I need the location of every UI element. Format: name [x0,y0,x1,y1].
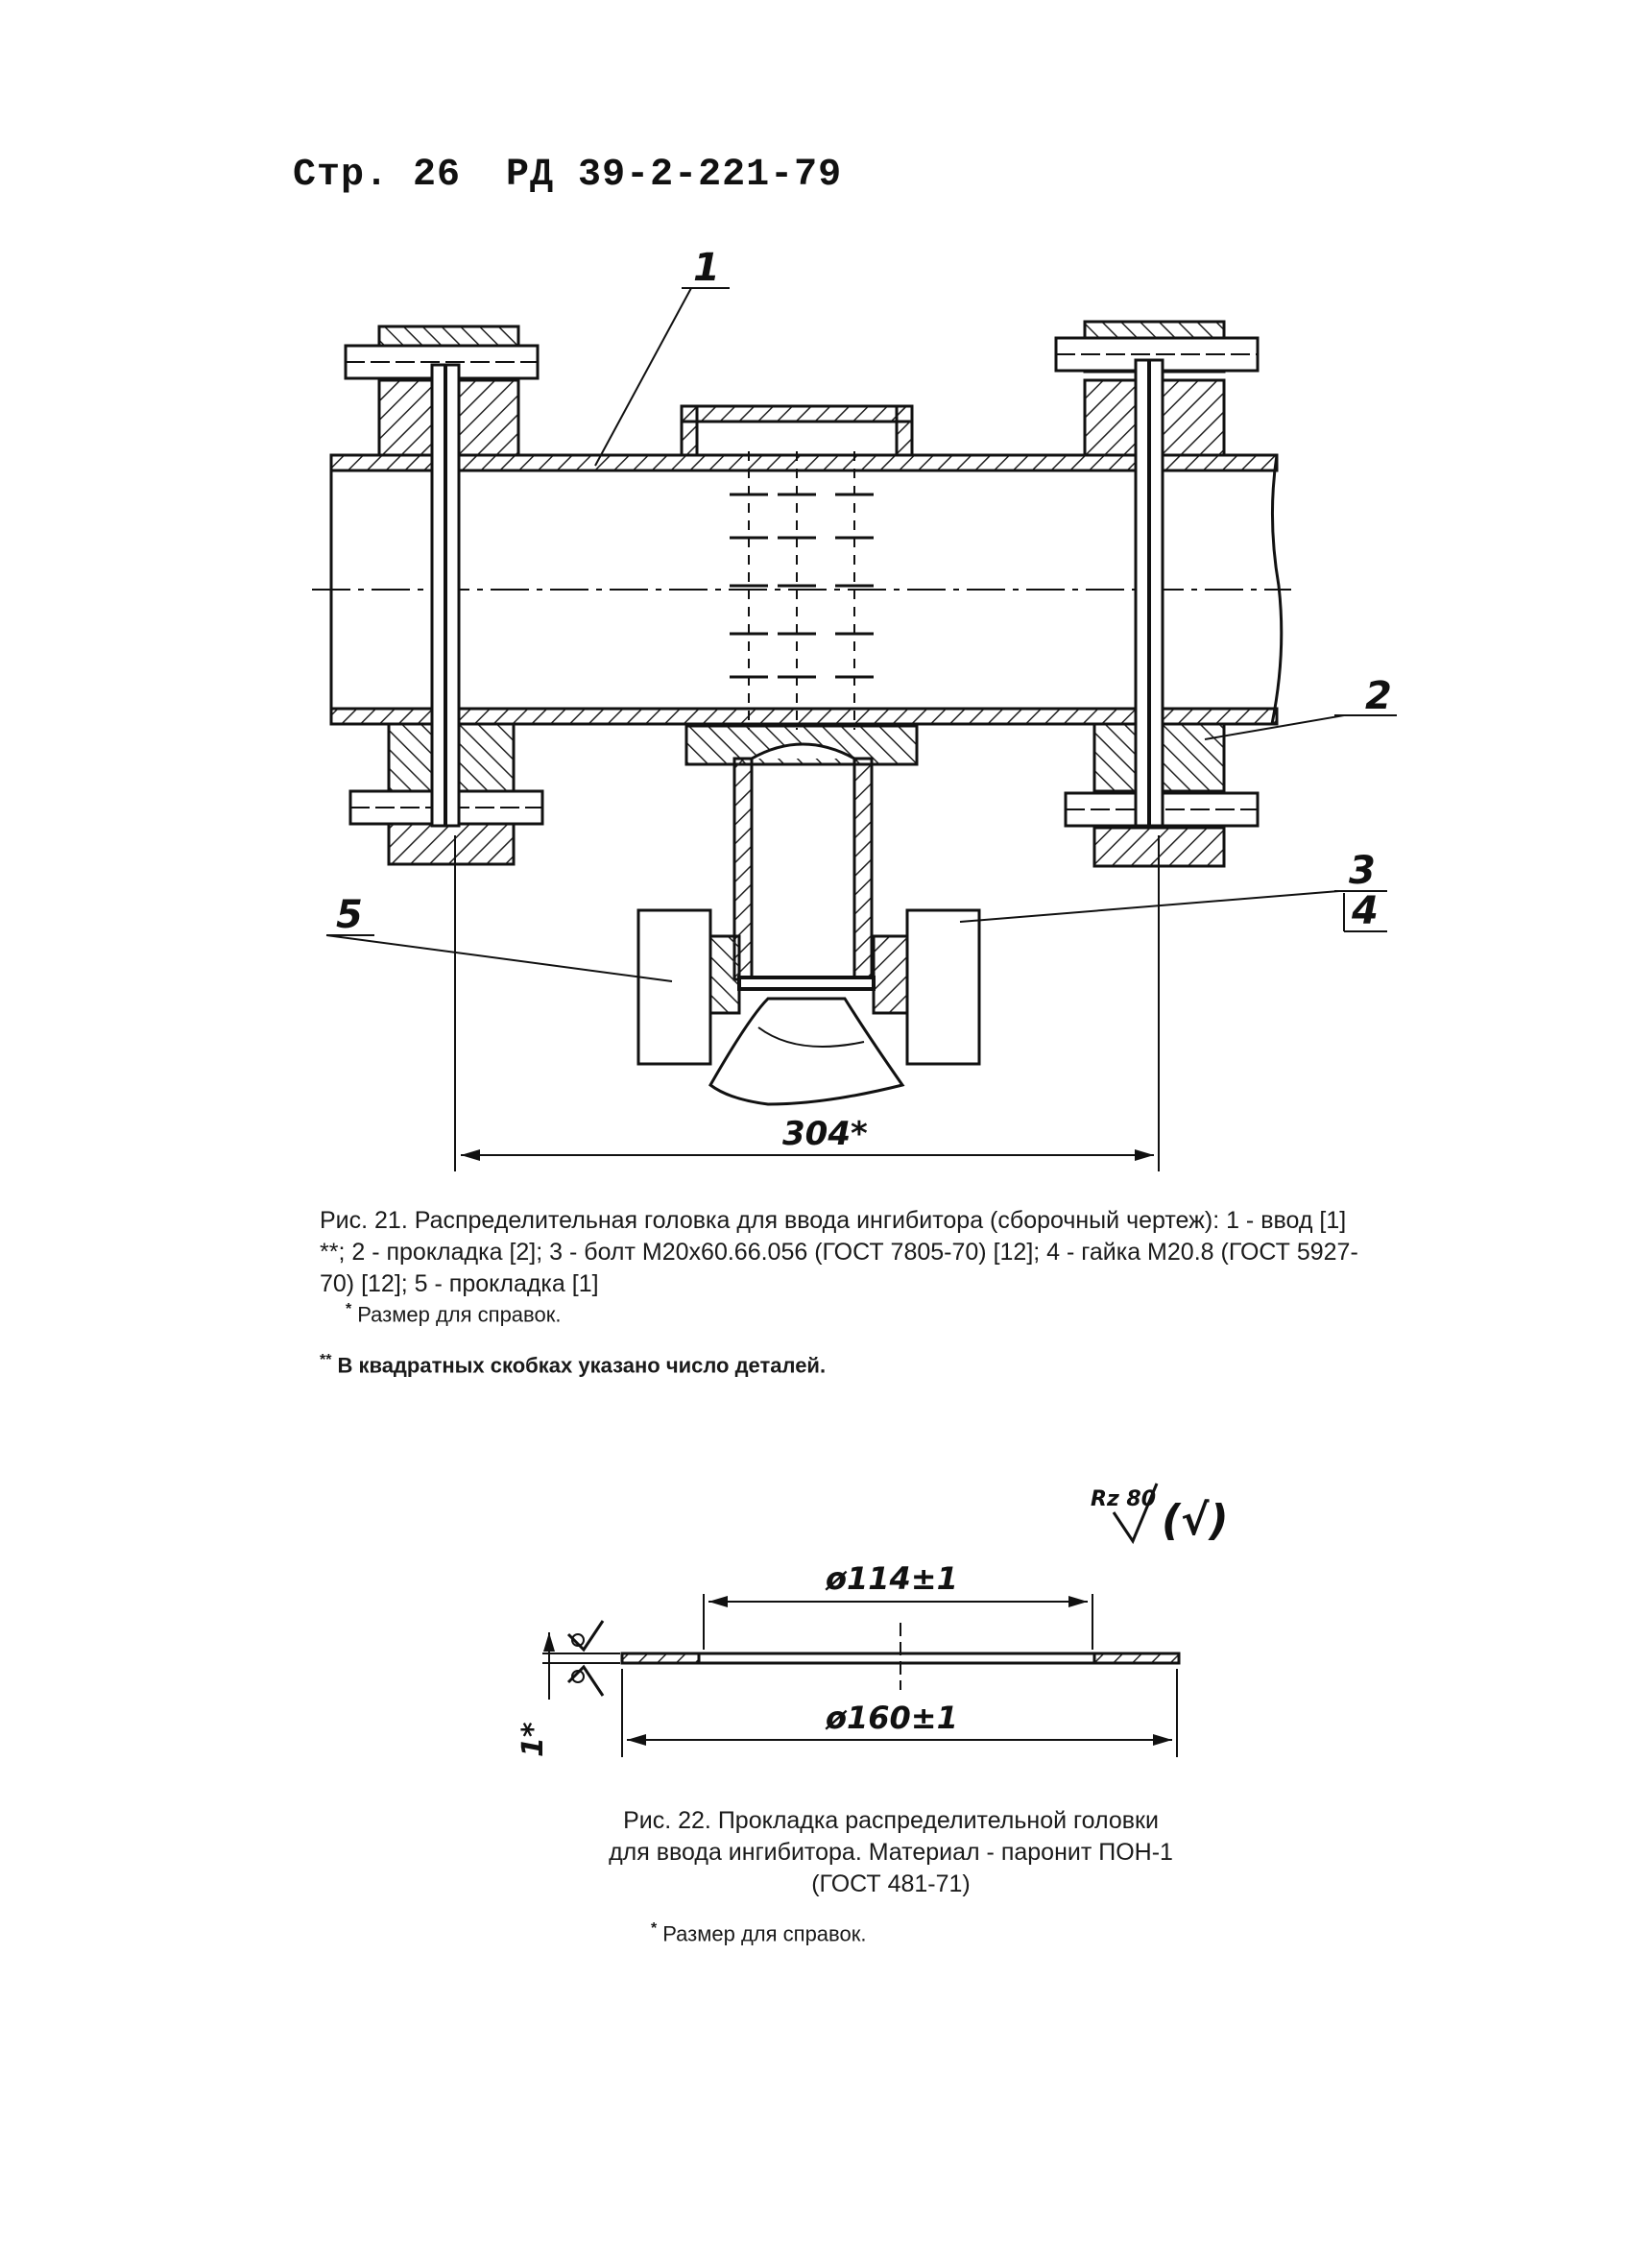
callout-2: 2 [1365,674,1392,718]
callout-1: 1 [693,246,720,290]
perforation-ticks [730,493,874,679]
figure-22-gasket-drawing [542,1483,1181,1757]
callout-5: 5 [336,893,363,937]
figure-22-labels: Rz 80 (√) ø114±1 ø160±1 1* [516,1487,1229,1757]
note-double-asterisk: ** [320,1352,332,1368]
dimension-304: 304* [782,1115,868,1153]
perforations [748,451,855,730]
figure-21-note-count: **В квадратных скобках указано число дет… [320,1352,827,1378]
dim-thickness-label: 1* [516,1722,550,1757]
lower-bolt-right [905,908,981,1066]
document-code: РД 39-2-221-79 [506,154,843,197]
gasket-left-section [620,1652,701,1665]
lower-gasket [737,976,876,991]
roughness-mark-top [566,1620,605,1653]
callout-4: 4 [1351,889,1379,933]
figure-21-assembly-drawing [312,287,1397,1171]
roughness-paren: (√) [1162,1496,1229,1545]
page-number: Стр. 26 [293,154,462,197]
left-nut-bottom [387,822,516,866]
dim-inner-label: ø114±1 [825,1560,958,1597]
dim-outer-label: ø160±1 [825,1700,958,1736]
lower-bolt-left [636,908,712,1066]
roughness-value: Rz 80 [1091,1487,1156,1511]
figure-21-caption: Рис. 21. Распределительная головка для в… [320,1207,1358,1297]
branch-right-wall [852,757,874,981]
page-header: Стр. 26 РД 39-2-221-79 [293,154,863,197]
pipe-right-end [1270,454,1284,725]
figure-21-labels: 1 2 3 4 5 304* [336,246,1392,1153]
roughness-sign [1112,1483,1159,1545]
break-line [708,997,905,1106]
note-asterisk: * [346,1301,352,1317]
callout-3: 3 [1349,849,1376,893]
figure-22-note: *Размер для справок. [651,1920,867,1946]
note-asterisk: * [651,1920,658,1937]
gasket-right-section [1092,1652,1181,1665]
figure-22-caption: Рис. 22. Прокладка распределительной гол… [609,1807,1173,1897]
figure-21-note-reference: *Размер для справок. [346,1301,562,1327]
roughness-mark-bottom [566,1664,605,1697]
